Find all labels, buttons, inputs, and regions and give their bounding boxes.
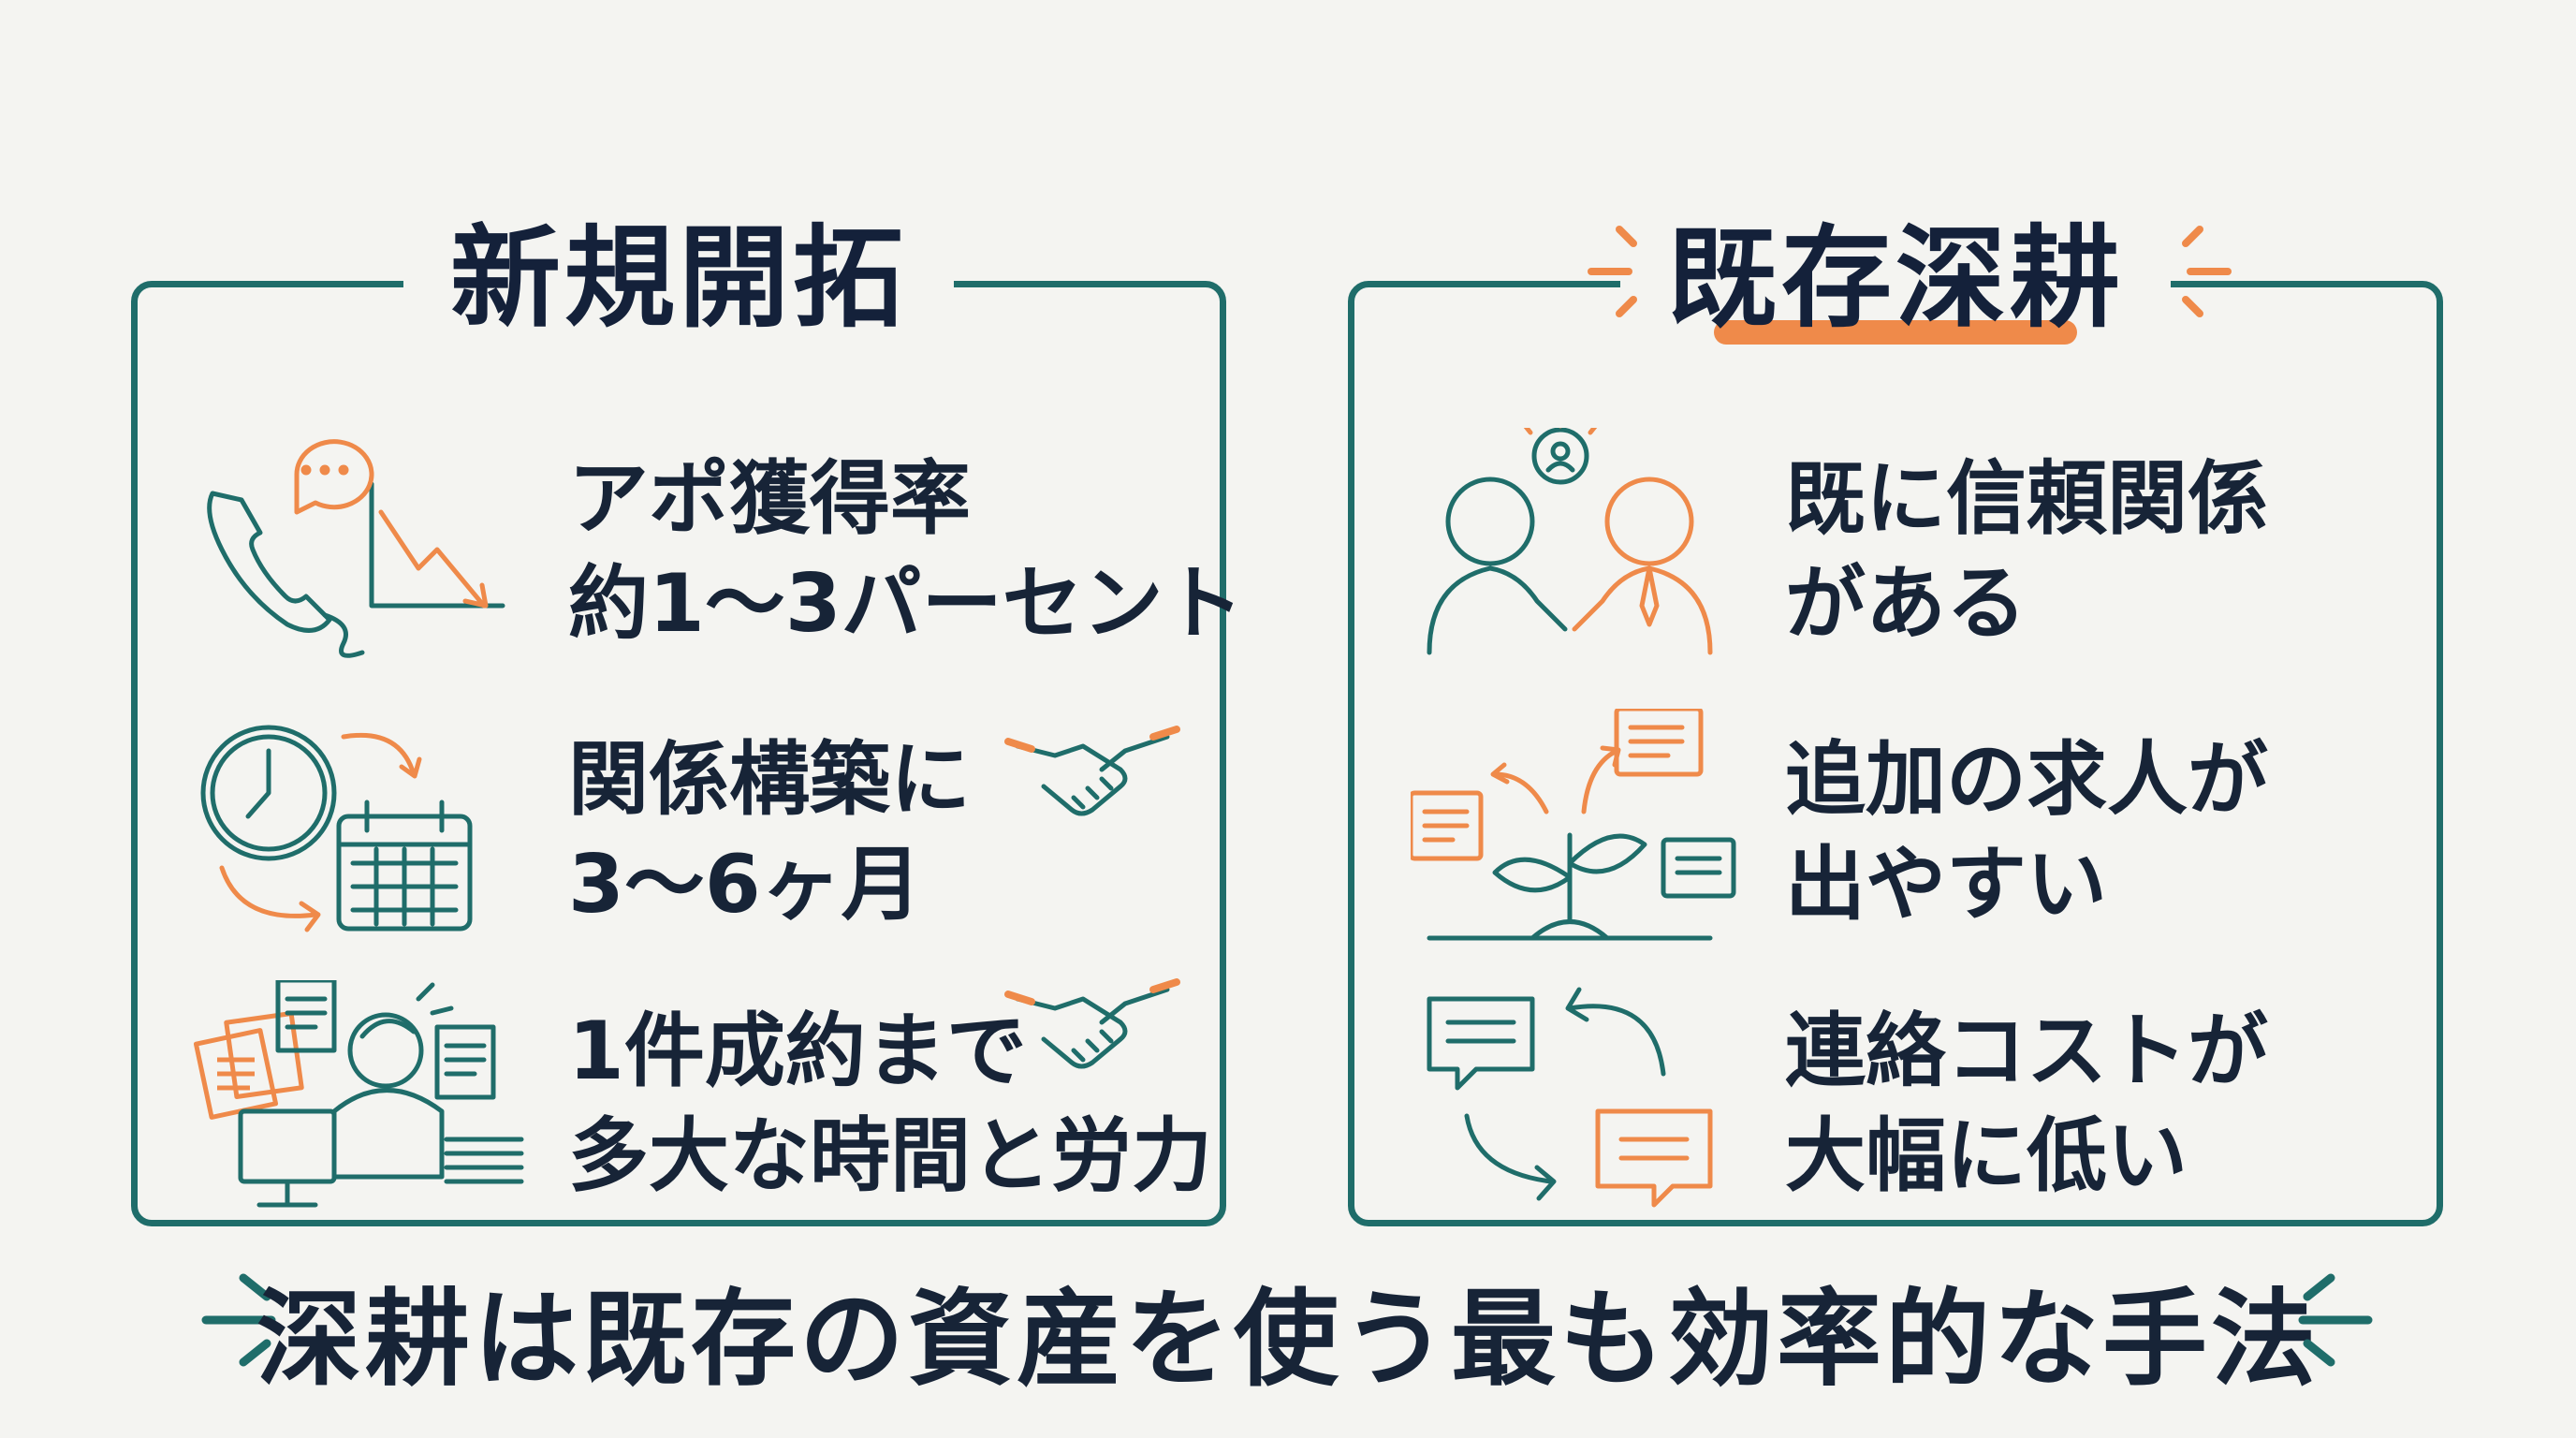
item-line-2: 3〜6ヶ月 [568,838,922,932]
item-line-2: 多大な時間と労力 [568,1109,1212,1203]
slogan: 深耕は既存の資産を使う最も効率的な手法 [256,1279,2320,1401]
list-item: 連絡コストが 大幅に低い [1354,971,2437,1242]
accent-left-icon [187,1264,300,1376]
item-line-1: 1件成約まで [568,1005,1027,1098]
handshake-people-icon [1411,428,1748,671]
item-line-1: 関係構築に [568,733,971,827]
list-item: 既に信頼関係 がある [1354,418,2437,690]
spark-left-icon [1573,215,1647,328]
handshake-icon [999,961,1186,1093]
item-line-2: がある [1785,557,2027,651]
panel-existing-deepening: 既存深耕 既に信頼関係 [1348,208,2443,1226]
item-text: 1件成約まで 多大な時間と労力 [568,999,1212,1209]
list-item: 関係構築に 3〜6ヶ月 [138,699,1220,971]
item-line-1: アポ獲得率 [568,452,971,546]
accent-right-icon [2275,1264,2387,1376]
stressed-worker-icon [194,980,531,1224]
item-line-1: 連絡コストが [1785,1005,2268,1098]
item-line-2: 出やすい [1785,838,2107,932]
item-text: 既に信頼関係 がある [1785,447,2268,656]
phone-chart-down-icon [194,428,531,671]
chat-cycle-icon [1411,980,1748,1224]
item-line-2: 大幅に低い [1785,1109,2188,1203]
item-text: 関係構築に 3〜6ヶ月 [568,727,971,937]
item-text: 追加の求人が 出やすい [1785,727,2268,937]
panel-title-existing-deepening: 既存深耕 [1619,208,2172,348]
item-line-2: 約1〜3パーセント [568,557,1244,651]
list-item: 1件成約まで 多大な時間と労力 [138,971,1220,1242]
list-item: アポ獲得率 約1〜3パーセント [138,418,1244,690]
item-text: アポ獲得率 約1〜3パーセント [568,447,1244,656]
sprout-documents-icon [1411,709,1748,952]
list-item: 追加の求人が 出やすい [1354,699,2437,971]
item-line-1: 既に信頼関係 [1785,452,2268,546]
handshake-icon [999,709,1186,840]
panel-title-new-development: 新規開拓 [402,208,955,348]
clock-calendar-icon [194,709,531,952]
item-text: 連絡コストが 大幅に低い [1785,999,2268,1209]
spark-right-icon [2172,215,2247,328]
panel-new-development: 新規開拓 アポ獲得率 約1〜3パーセント [131,208,1244,1226]
panel-title-text: 既存深耕 [1666,213,2125,343]
item-line-1: 追加の求人が [1785,733,2268,827]
